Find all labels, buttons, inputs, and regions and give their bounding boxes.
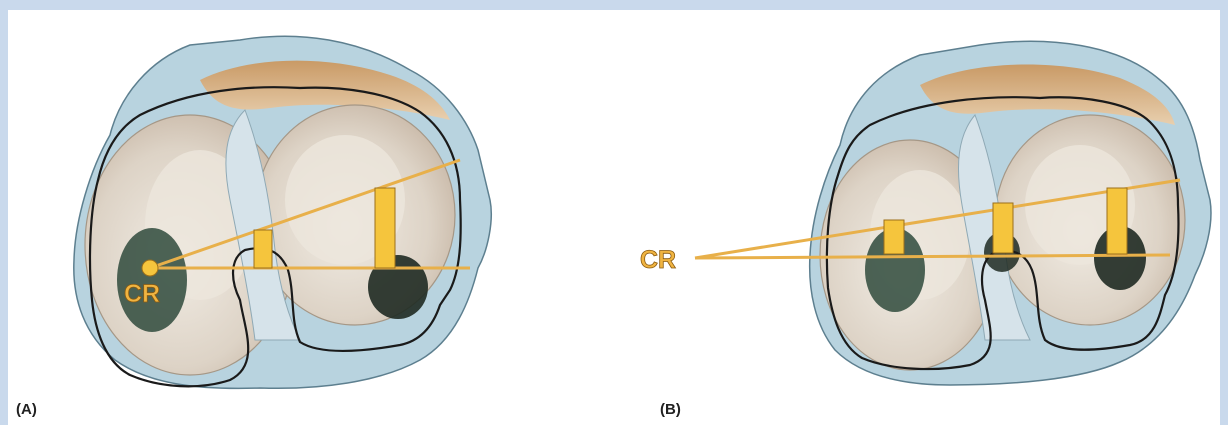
panel-b-cr-label: CR bbox=[640, 246, 676, 274]
panel-b-label: (B) bbox=[660, 401, 681, 418]
panel-a-label: (A) bbox=[16, 401, 37, 418]
panel-b-marker-center bbox=[993, 203, 1013, 253]
panel-a-marker-lateral bbox=[375, 188, 395, 268]
panel-a-marker-medial bbox=[254, 230, 272, 268]
panel-b-marker-medial bbox=[884, 220, 904, 254]
panel-b-marker-lateral bbox=[1107, 188, 1127, 254]
panel-a-cr-point bbox=[142, 260, 158, 276]
panel-b-illustration: CR bbox=[640, 41, 1211, 385]
panel-a-cr-label: CR bbox=[124, 280, 160, 308]
panel-a-illustration: CR bbox=[74, 36, 491, 388]
